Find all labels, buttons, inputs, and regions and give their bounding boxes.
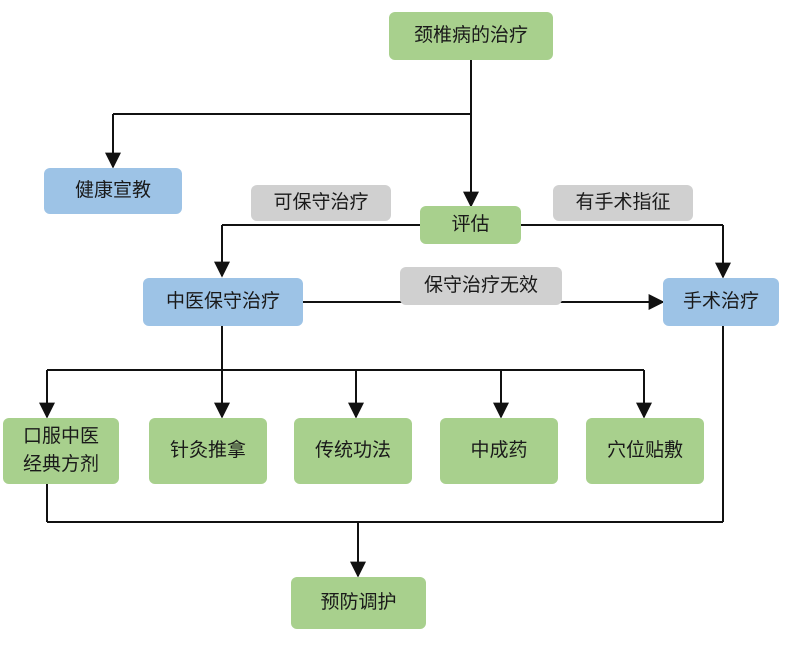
- node-education: 健康宣教: [44, 168, 182, 214]
- node-surgery: 手术治疗: [663, 278, 779, 326]
- node-acupuncture: 针灸推拿: [149, 418, 267, 484]
- node-root: 颈椎病的治疗: [389, 12, 553, 60]
- node-assess: 评估: [420, 206, 521, 244]
- node-acupoint: 穴位贴敷: [586, 418, 704, 484]
- label-ineffective: 保守治疗无效: [400, 267, 562, 305]
- node-oral-formula: 口服中医 经典方剂: [3, 418, 119, 484]
- node-prevention: 预防调护: [291, 577, 426, 629]
- label-surgical: 有手术指征: [553, 185, 693, 221]
- node-patent-medicine: 中成药: [440, 418, 558, 484]
- label-conservative: 可保守治疗: [251, 185, 391, 221]
- node-tcm: 中医保守治疗: [143, 278, 303, 326]
- node-exercise: 传统功法: [294, 418, 412, 484]
